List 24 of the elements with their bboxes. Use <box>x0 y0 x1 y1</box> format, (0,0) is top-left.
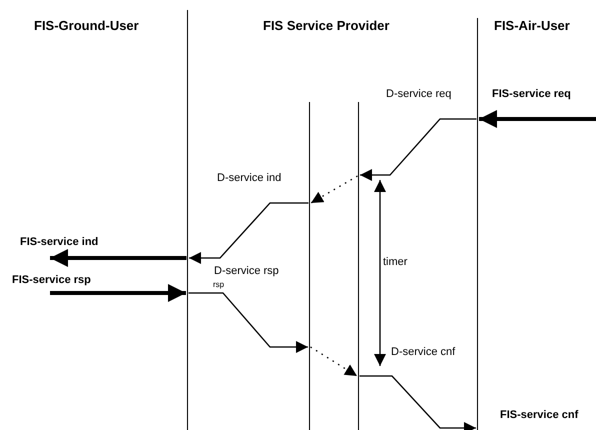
edge-label: D-service ind <box>217 172 282 184</box>
arrow <box>50 284 186 302</box>
timer-label: timer <box>383 256 408 268</box>
dotted-arrow <box>310 346 358 377</box>
edge-label: FIS-service req <box>492 88 571 100</box>
edge-label: D-service rsp <box>214 265 279 277</box>
arrow <box>188 292 308 353</box>
arrow <box>360 375 476 430</box>
edge-label: D-service req <box>386 88 452 100</box>
column-heading: FIS Service Provider <box>263 18 390 33</box>
column-heading: FIS-Ground-User <box>34 18 139 33</box>
arrow <box>360 118 476 181</box>
small-label: rsp <box>213 280 224 289</box>
dotted-arrow <box>310 175 358 204</box>
arrow <box>50 249 186 267</box>
lifeline <box>358 102 360 430</box>
message-label: FIS-service cnf <box>500 409 578 421</box>
arrow <box>479 110 596 128</box>
edge-label: D-service cnf <box>391 346 456 358</box>
arrow <box>189 202 308 264</box>
edge-label: FIS-service ind <box>20 236 98 248</box>
column-heading: FIS-Air-User <box>494 18 570 33</box>
lifeline <box>309 102 310 430</box>
edge-label: FIS-service rsp <box>12 274 91 286</box>
